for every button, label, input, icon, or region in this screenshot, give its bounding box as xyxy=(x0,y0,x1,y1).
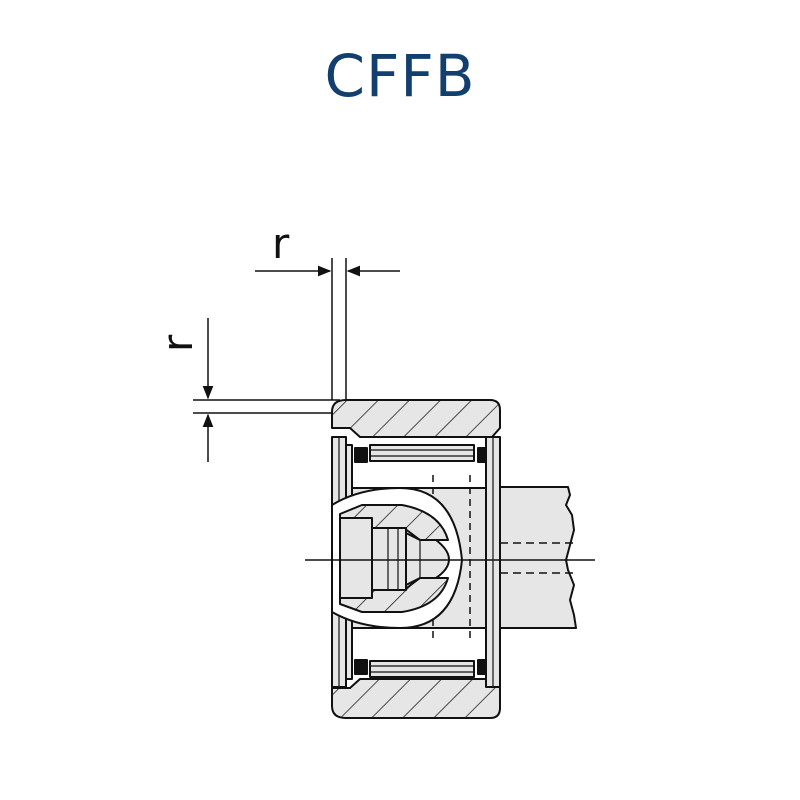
outer-ring-top xyxy=(331,399,501,438)
needle-roller-top xyxy=(369,444,475,462)
hex-socket xyxy=(339,504,450,613)
side-washer-right xyxy=(480,436,501,688)
needle-roller-bottom xyxy=(369,660,475,678)
dimension-vertical-r xyxy=(193,318,340,462)
outer-ring-bottom xyxy=(331,678,501,719)
dimension-horizontal-label: r xyxy=(272,219,290,268)
shaft xyxy=(499,486,578,629)
dimension-horizontal-r xyxy=(255,258,400,400)
drawing-title: CFFB xyxy=(324,42,476,110)
dimension-vertical-label: r xyxy=(153,334,202,352)
